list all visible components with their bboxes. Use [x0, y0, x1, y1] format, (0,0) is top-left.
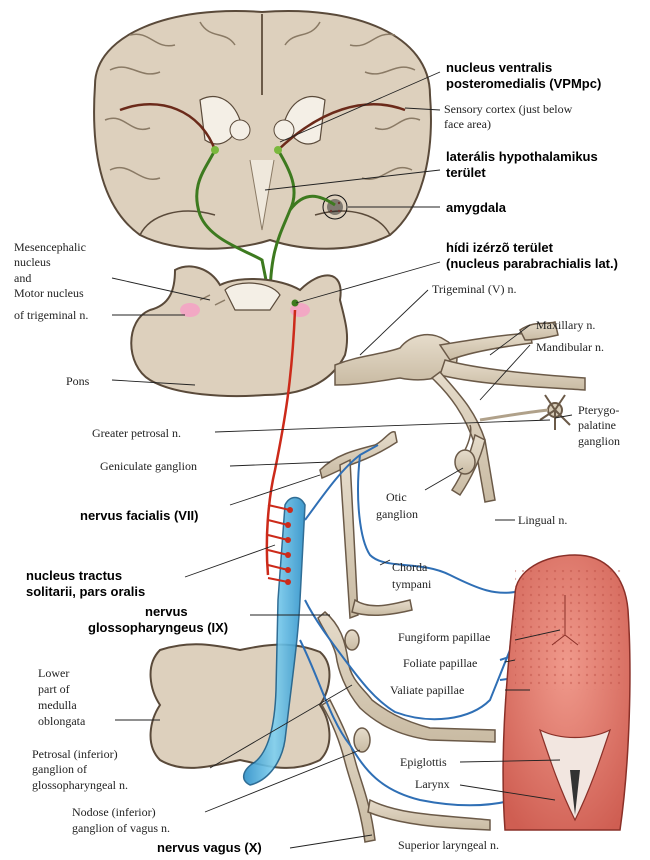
label-mesencephalic-line2: nucleus: [14, 255, 51, 269]
label-pons: Pons: [66, 374, 89, 388]
label-amygdala: amygdala: [446, 200, 506, 215]
label-petrosal-line3: glossopharyngeal n.: [32, 778, 128, 792]
label-sensory-cortex-line2: face area): [444, 117, 491, 131]
label-parabrachial-line1: hídi izérzõ terület: [446, 240, 553, 255]
pterygopalatine-ganglion-structure: [540, 395, 570, 430]
label-greater-petrosal: Greater petrosal n.: [92, 426, 181, 440]
label-nodose-line2: ganglion of vagus n.: [72, 821, 170, 835]
label-glossopharyngeus-line1: nervus: [145, 604, 188, 619]
label-tractus-line2: solitarii, pars oralis: [26, 584, 145, 599]
label-mesencephalic-line5: of trigeminal n.: [14, 308, 88, 322]
label-fungiform-papillae: Fungiform papillae: [398, 630, 490, 644]
label-superior-laryngeal: Superior laryngeal n.: [398, 838, 499, 852]
label-nervus-vagus: nervus vagus (X): [157, 840, 262, 855]
label-lateral-hypothalamus-line2: terület: [446, 165, 486, 180]
label-trigeminal: Trigeminal (V) n.: [432, 282, 517, 296]
label-epiglottis: Epiglottis: [400, 755, 447, 769]
label-valiate-papillae: Valiate papillae: [390, 683, 464, 697]
label-chorda-line1: Chorda: [392, 560, 427, 574]
label-mesencephalic-line3: and: [14, 271, 31, 285]
label-mesencephalic-line4: Motor nucleus: [14, 286, 84, 300]
label-pterygopalatine-line3: ganglion: [578, 434, 620, 448]
label-otic-line2: ganglion: [376, 507, 418, 521]
label-pterygopalatine-line2: palatine: [578, 418, 616, 432]
label-chorda-line2: tympani: [392, 577, 431, 591]
label-medulla-line2: part of: [38, 682, 70, 696]
label-maxillary: Maxillary n.: [536, 318, 595, 332]
label-mandibular: Mandibular n.: [536, 340, 604, 354]
label-lingual: Lingual n.: [518, 513, 567, 527]
label-geniculate: Geniculate ganglion: [100, 459, 197, 473]
label-petrosal-line2: ganglion of: [32, 762, 87, 776]
medulla-structure: [151, 644, 330, 768]
label-mesencephalic-line1: Mesencephalic: [14, 240, 86, 254]
label-petrosal-line1: Petrosal (inferior): [32, 747, 118, 761]
label-sensory-cortex-line1: Sensory cortex (just below: [444, 102, 572, 116]
label-pterygopalatine-line1: Pterygo-: [578, 403, 619, 417]
label-vpmpc-line1: nucleus ventralis: [446, 60, 552, 75]
label-medulla-line4: oblongata: [38, 714, 85, 728]
label-otic-line1: Otic: [386, 490, 407, 504]
label-lateral-hypothalamus-line1: laterális hypothalamikus: [446, 149, 598, 164]
brain-section: [94, 11, 431, 249]
glossopharyngeal-vagus-trunks: [318, 612, 495, 842]
label-medulla-line1: Lower: [38, 666, 69, 680]
label-nodose-line1: Nodose (inferior): [72, 805, 156, 819]
label-tractus-line1: nucleus tractus: [26, 568, 122, 583]
label-nervus-facialis: nervus facialis (VII): [80, 508, 199, 523]
tongue-structure: [503, 555, 630, 830]
pons-structure: [131, 266, 347, 396]
label-vpmpc-line2: posteromedialis (VPMpc): [446, 76, 601, 91]
label-glossopharyngeus-line2: glossopharyngeus (IX): [88, 620, 228, 635]
label-foliate-papillae: Foliate papillae: [403, 656, 477, 670]
label-parabrachial-line2: (nucleus parabrachialis lat.): [446, 256, 618, 271]
label-larynx: Larynx: [415, 777, 450, 791]
label-medulla-line3: medulla: [38, 698, 77, 712]
